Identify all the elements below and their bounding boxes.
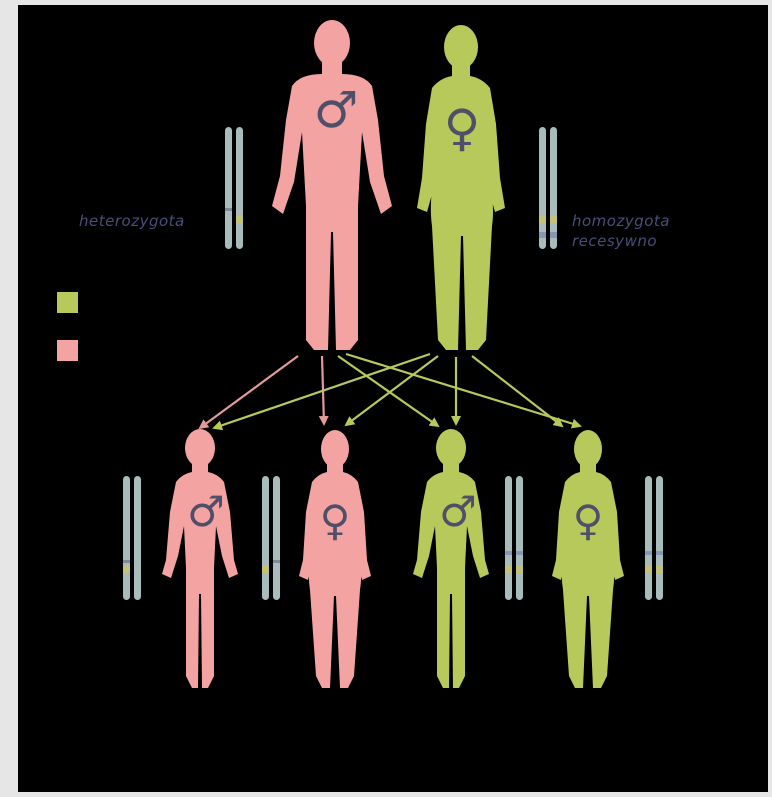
- legend-swatch-unaffected: [57, 340, 78, 361]
- arrow-father-child-1: [200, 356, 298, 428]
- legend-swatch-affected: [57, 292, 78, 313]
- father-figure: [272, 20, 392, 350]
- mother-genotype-label-line1: homozygota: [572, 211, 670, 231]
- female-symbol-icon: ♀: [573, 496, 604, 545]
- mother-genotype-label-line2: recesywno: [572, 231, 670, 251]
- mother-genotype-label: homozygota recesywno: [572, 211, 670, 251]
- male-symbol-icon: ♂: [314, 81, 359, 139]
- arrow-father-child-4: [346, 354, 580, 426]
- chromosome-pair-father: [225, 127, 243, 249]
- chromosome-pair-child-1: [123, 476, 141, 600]
- arrow-mother-child-4: [472, 356, 562, 426]
- child-2-figure: [299, 430, 371, 688]
- mother-figure: [417, 25, 505, 350]
- child-1-figure: [162, 429, 238, 688]
- chromosome-pair-child-4: [645, 476, 663, 600]
- female-symbol-icon: ♀: [444, 99, 481, 157]
- father-genotype-label: heterozygota: [79, 211, 185, 231]
- female-symbol-icon: ♀: [320, 496, 351, 545]
- male-symbol-icon: ♂: [187, 487, 225, 536]
- child-4-figure: [552, 430, 624, 688]
- child-3-figure: [413, 429, 489, 688]
- chromosome-pair-mother: [539, 127, 557, 249]
- chromosome-pair-child-3: [505, 476, 523, 600]
- male-symbol-icon: ♂: [439, 487, 477, 536]
- chromosome-pair-child-2: [262, 476, 280, 600]
